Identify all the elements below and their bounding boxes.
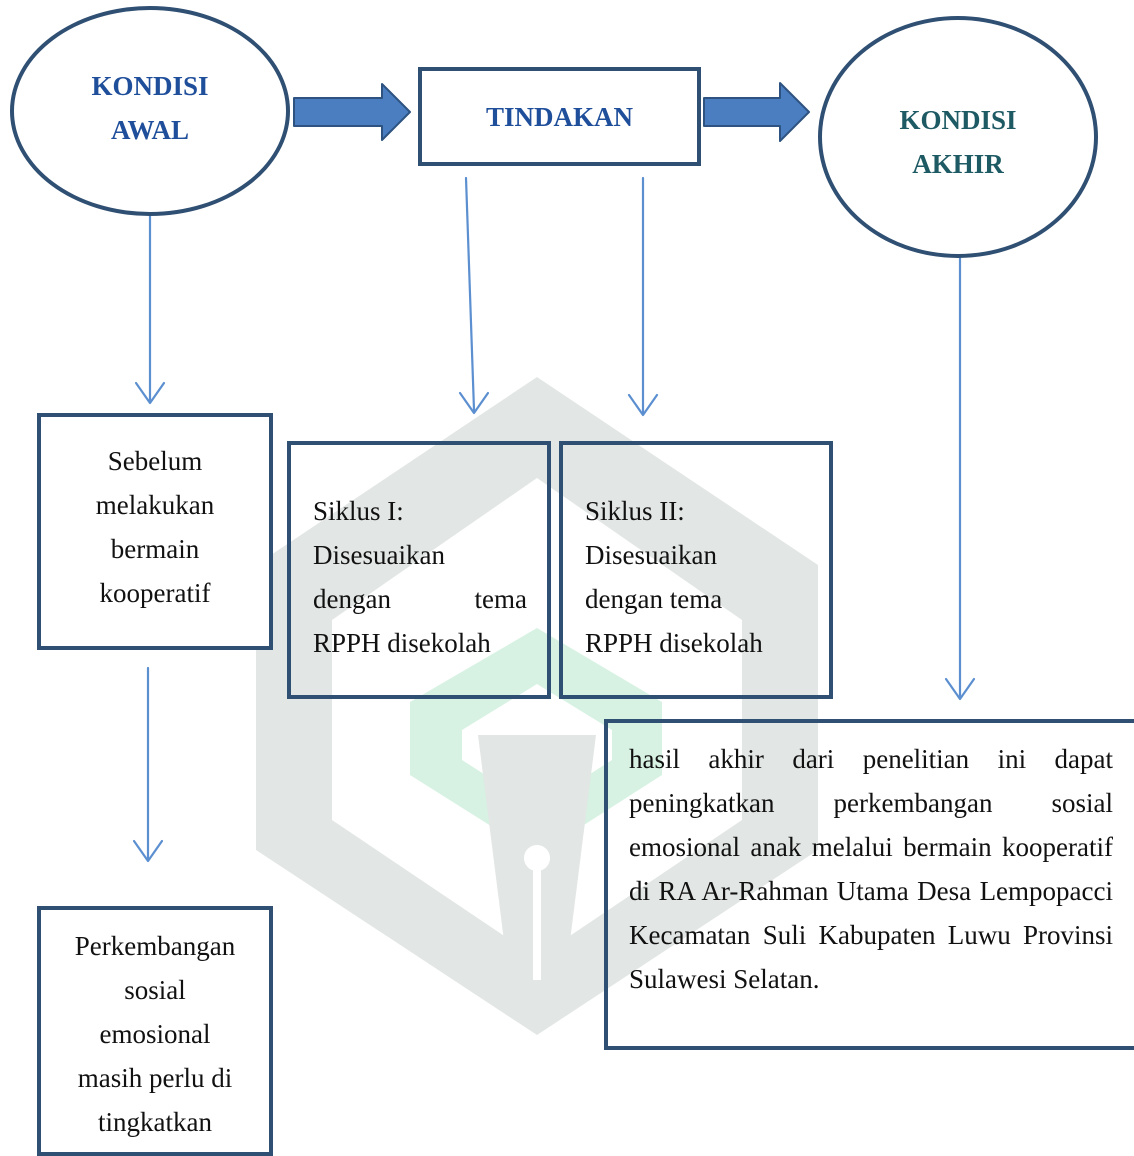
siklus1-line: dengan tema	[313, 584, 527, 614]
perkembangan-node: Perkembangan sosial emosional masih perl…	[37, 906, 273, 1156]
arrow-tindakan-to-siklus2	[627, 176, 659, 417]
hasil-text: hasil akhir dari penelitian ini dapat pe…	[629, 744, 1113, 994]
sebelum-node: Sebelum melakukan bermain kooperatif	[37, 413, 273, 650]
siklus2-line: Siklus II:	[585, 496, 685, 526]
siklus1-line: Siklus I:	[313, 496, 404, 526]
kondisi-awal-node: KONDISI AWAL	[10, 6, 290, 216]
perkembangan-line: sosial	[124, 975, 186, 1005]
perkembangan-line: masih perlu di	[77, 1063, 233, 1093]
perkembangan-line: Perkembangan	[74, 931, 236, 961]
sebelum-line: Sebelum	[107, 446, 203, 476]
kondisi-awal-line1: KONDISI	[91, 71, 209, 101]
siklus2-node: Siklus II: Disesuaikan dengan tema RPPH …	[559, 441, 833, 699]
kondisi-akhir-line2: AKHIR	[912, 149, 1004, 179]
siklus1-node: Siklus I: Disesuaikan dengan tema RPPH d…	[287, 441, 551, 699]
kondisi-awal-line2: AWAL	[110, 115, 190, 145]
siklus2-line: RPPH disekolah	[585, 628, 763, 658]
arrow-akhir-to-hasil	[944, 254, 976, 701]
watermark-shield	[256, 377, 818, 1035]
sebelum-line: kooperatif	[99, 578, 211, 608]
arrow-sebelum-to-perkembangan	[132, 666, 164, 863]
perkembangan-line: tingkatkan	[98, 1107, 212, 1137]
arrow-tindakan-to-siklus1	[458, 176, 490, 415]
siklus2-line: Disesuaikan	[585, 540, 717, 570]
siklus1-line: Disesuaikan	[313, 540, 445, 570]
hasil-node: hasil akhir dari penelitian ini dapat pe…	[604, 719, 1134, 1050]
sebelum-line: bermain	[110, 534, 200, 564]
siklus2-line: dengan tema	[585, 584, 723, 614]
kondisi-akhir-node: KONDISI AKHIR	[818, 16, 1098, 258]
perkembangan-line: emosional	[99, 1019, 211, 1049]
arrow-awal-to-sebelum	[134, 214, 166, 405]
sebelum-line: melakukan	[95, 490, 215, 520]
tindakan-node: TINDAKAN	[418, 67, 701, 166]
kondisi-akhir-line1: KONDISI	[899, 105, 1017, 135]
tindakan-label: TINDAKAN	[485, 102, 633, 132]
siklus1-line: RPPH disekolah	[313, 628, 491, 658]
